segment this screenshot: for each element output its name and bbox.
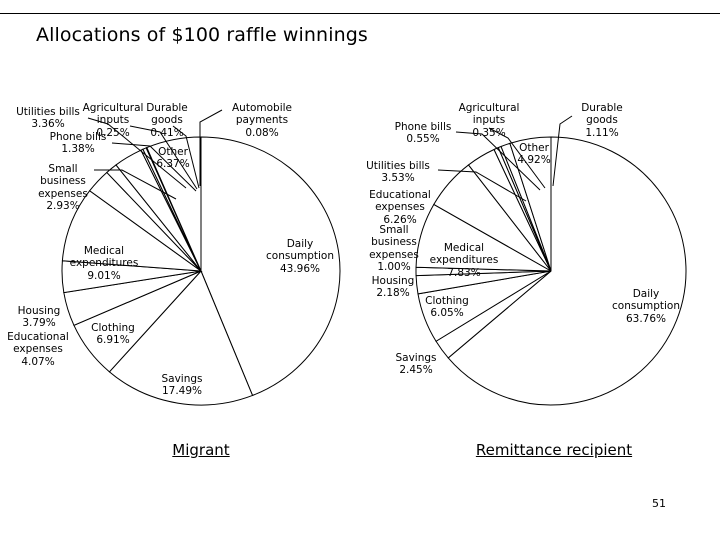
migrant-chart-caption: Migrant xyxy=(172,441,230,459)
migrant-leader-durable-goods xyxy=(172,125,200,189)
page-number: 51 xyxy=(652,497,666,510)
header-divider xyxy=(0,13,720,14)
remittance-leader-utilities-bills xyxy=(437,169,527,202)
migrant-pie xyxy=(61,136,341,406)
migrant-leader-small-business xyxy=(94,169,177,200)
page-title: Allocations of $100 raffle winnings xyxy=(36,24,368,46)
migrant-leader-agricultural-inputs xyxy=(129,125,198,190)
migrant-slice-medical-expenditures[interactable] xyxy=(61,190,203,272)
migrant-slice-savings[interactable] xyxy=(108,270,254,406)
remittance-leader-phone-bills xyxy=(455,131,541,191)
remittance-pie xyxy=(415,136,687,406)
migrant-slice-daily-consumption[interactable] xyxy=(200,136,341,397)
pie-charts-svg xyxy=(61,109,687,406)
remittance-leader-agricultural-inputs xyxy=(488,127,546,189)
remittance-slice-daily-consumption[interactable] xyxy=(447,136,687,406)
migrant-leader-utilities-bills xyxy=(87,117,187,189)
remittance-chart-caption: Remittance recipient xyxy=(475,441,633,459)
migrant-slice-other[interactable] xyxy=(146,136,202,272)
migrant-leader-phone-bills xyxy=(111,142,197,192)
remittance-leader-durable-goods xyxy=(552,115,573,187)
migrant-leader-automobile-payments xyxy=(199,109,223,186)
